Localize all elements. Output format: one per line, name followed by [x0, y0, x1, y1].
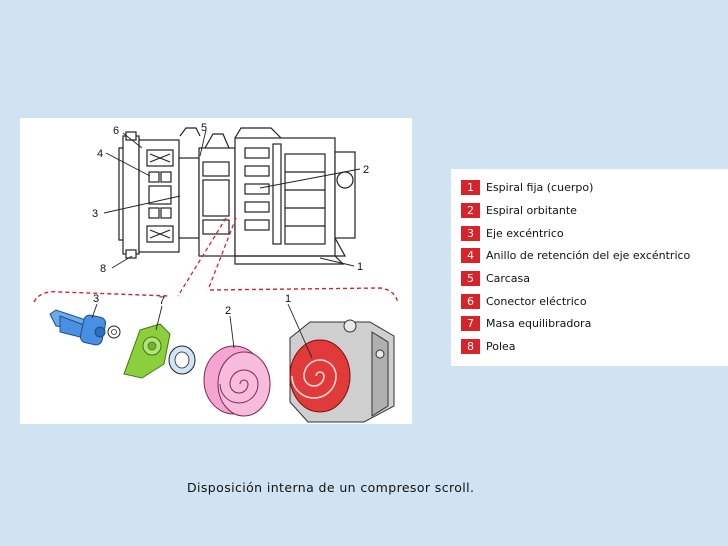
legend-item: 4 Anillo de retención del eje excéntrico	[461, 247, 690, 264]
legend-label: Espiral orbitante	[486, 204, 577, 217]
cross-section-drawing	[118, 127, 356, 265]
top-callout-leaders	[103, 129, 361, 269]
legend-label: Polea	[486, 340, 516, 353]
orbiting-scroll	[203, 345, 271, 417]
legend-item: 2 Espiral orbitante	[461, 202, 577, 219]
exploded-callout-2: 2	[225, 305, 231, 317]
top-callout-labels: 6 5 4 3 2 8 1	[92, 122, 369, 275]
legend-number: 2	[461, 203, 480, 218]
legend-label: Espiral fija (cuerpo)	[486, 181, 594, 194]
legend-number: 3	[461, 226, 480, 241]
exploded-callout-labels: 3 7 2 1	[93, 293, 291, 317]
legend-label: Masa equilibradora	[486, 317, 592, 330]
legend-item: 3 Eje excéntrico	[461, 225, 564, 242]
parts-legend: 1 Espiral fija (cuerpo) 2 Espiral orbita…	[451, 169, 728, 366]
callout-3: 3	[92, 208, 98, 220]
callout-5: 5	[201, 122, 207, 134]
callout-8: 8	[100, 263, 106, 275]
legend-number: 5	[461, 271, 480, 286]
legend-label: Carcasa	[486, 272, 530, 285]
legend-label: Eje excéntrico	[486, 227, 564, 240]
needle-bearing	[168, 345, 196, 375]
fixed-scroll-body	[289, 319, 395, 423]
legend-item: 1 Espiral fija (cuerpo)	[461, 179, 593, 196]
retaining-ring	[107, 325, 121, 339]
callout-2: 2	[363, 164, 369, 176]
legend-label: Anillo de retención del eje excéntrico	[486, 249, 691, 262]
legend-number: 8	[461, 339, 480, 354]
callout-6: 6	[113, 125, 119, 137]
exploded-callout-7: 7	[159, 295, 165, 307]
magnification-wedge	[177, 217, 237, 297]
exploded-callout-3: 3	[93, 293, 99, 305]
exploded-callout-leaders	[91, 303, 313, 359]
legend-item: 8 Polea	[461, 338, 516, 355]
callout-4: 4	[97, 148, 103, 160]
legend-item: 7 Masa equilibradora	[461, 315, 591, 332]
exploded-view-bracket	[33, 287, 399, 305]
legend-label: Conector eléctrico	[486, 295, 587, 308]
compressor-diagram: 6 5 4 3 2 8 1	[20, 118, 412, 424]
legend-number: 4	[461, 248, 480, 263]
compressor-illustration: 6 5 4 3 2 8 1	[33, 122, 399, 423]
eccentric-shaft	[49, 309, 107, 346]
figure-caption: Disposición interna de un compresor scro…	[187, 480, 475, 495]
legend-number: 6	[461, 294, 480, 309]
callout-1: 1	[357, 261, 363, 273]
counterweight	[123, 323, 171, 379]
legend-number: 1	[461, 180, 480, 195]
legend-item: 6 Conector eléctrico	[461, 293, 587, 310]
legend-number: 7	[461, 316, 480, 331]
exploded-callout-1: 1	[285, 293, 291, 305]
legend-item: 5 Carcasa	[461, 270, 530, 287]
